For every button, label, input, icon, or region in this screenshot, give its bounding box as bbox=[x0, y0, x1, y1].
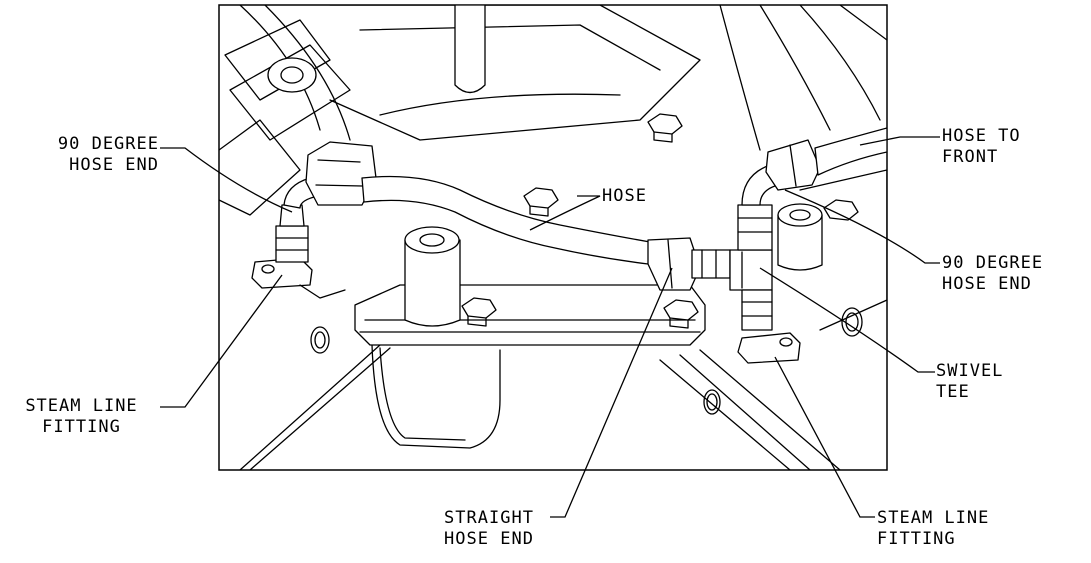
label-hose: HOSE bbox=[602, 186, 647, 207]
label-steam-line-fitting-left: STEAM LINE FITTING bbox=[4, 396, 159, 438]
label-steam-line-fitting-right: STEAM LINE FITTING bbox=[877, 508, 989, 550]
label-swivel-tee: SWIVEL TEE bbox=[936, 361, 1016, 403]
label-line: 90 DEGREE bbox=[942, 253, 1044, 273]
leader-lines bbox=[160, 136, 940, 518]
label-line: FRONT bbox=[942, 147, 999, 167]
label-line: STRAIGHT bbox=[444, 508, 534, 528]
bolt bbox=[823, 199, 859, 221]
label-line: SWIVEL bbox=[936, 361, 1004, 381]
label-line: FITTING bbox=[42, 417, 121, 437]
bolt bbox=[647, 113, 683, 143]
label-straight-hose-end: STRAIGHT HOSE END bbox=[424, 508, 554, 550]
engine-background bbox=[219, 5, 887, 470]
label-line: HOSE TO bbox=[942, 126, 1021, 146]
label-90-degree-hose-end-right: 90 DEGREE HOSE END bbox=[942, 253, 1043, 295]
label-line: FITTING bbox=[877, 529, 956, 549]
bolt bbox=[523, 187, 559, 217]
label-line: HOSE END bbox=[69, 155, 159, 175]
label-line: HOSE END bbox=[942, 274, 1032, 294]
label-90-degree-hose-end-left: 90 DEGREE HOSE END bbox=[24, 134, 159, 176]
label-line: HOSE END bbox=[444, 529, 534, 549]
bolt bbox=[663, 299, 699, 329]
label-line: 90 DEGREE bbox=[57, 134, 159, 154]
label-line: STEAM LINE bbox=[25, 396, 138, 416]
label-line: STEAM LINE bbox=[877, 508, 990, 528]
hose-to-front-body bbox=[814, 127, 887, 176]
bolt bbox=[461, 297, 497, 327]
label-hose-to-front: HOSE TO FRONT bbox=[942, 126, 1021, 168]
label-line: HOSE bbox=[602, 186, 647, 206]
label-line: TEE bbox=[936, 382, 970, 402]
